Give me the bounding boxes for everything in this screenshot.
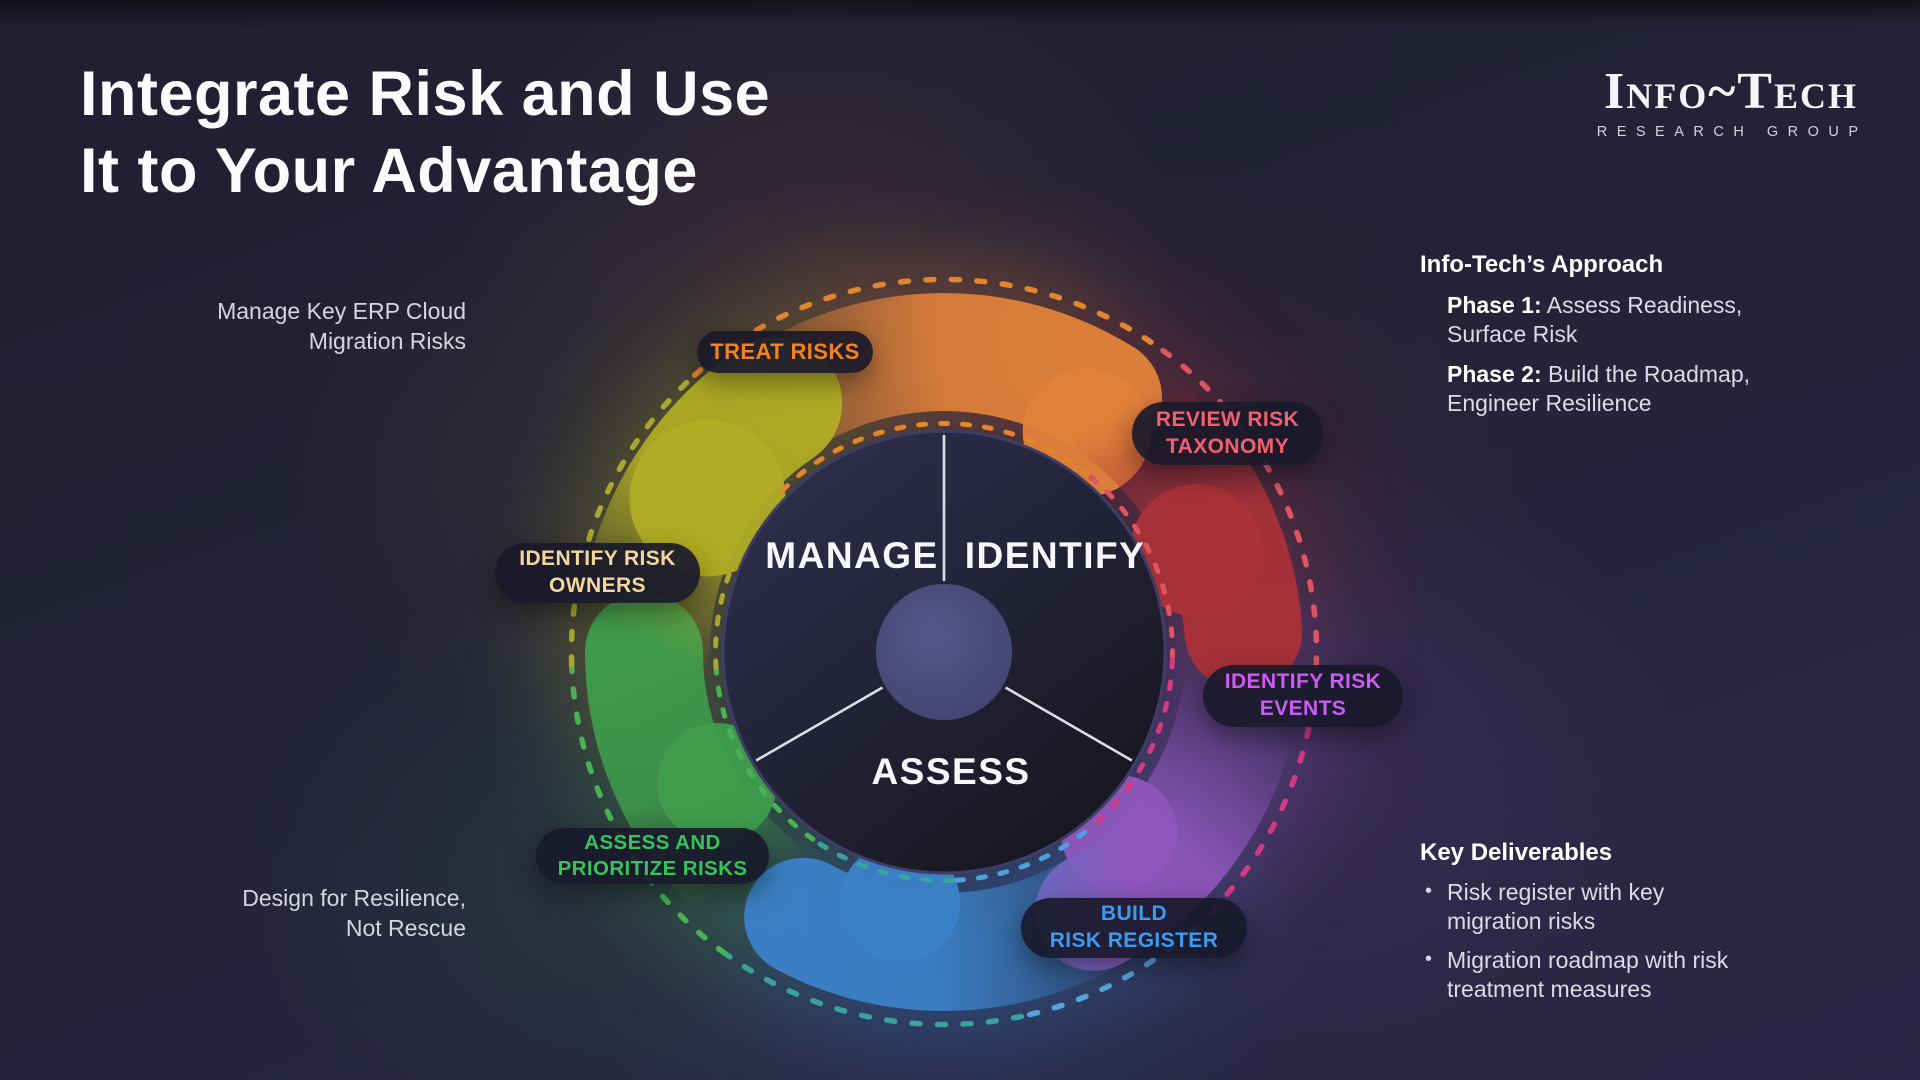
page-title-line2: It to Your Advantage <box>80 136 698 207</box>
phase1-text-line1: Assess Readiness, <box>1546 291 1743 318</box>
cycle-hub <box>876 584 1012 720</box>
phase2-text-line2: Engineer Resilience <box>1447 390 1652 417</box>
approach-heading: Info-Tech’s Approach <box>1420 251 1664 278</box>
bullet-icon: • <box>1425 879 1433 902</box>
logo-subtext: RESEARCH GROUP <box>1596 124 1868 140</box>
deliverable-item: • Migration roadmap with risk treatment m… <box>1425 946 1750 1005</box>
sector-label-assess: ASSESS <box>871 751 1031 792</box>
phase1-text-line2: Surface Risk <box>1447 321 1578 348</box>
phase2-text-line1: Build the Roadmap, <box>1548 360 1751 387</box>
sector-label-manage: MANAGE <box>765 535 939 576</box>
deliverable-2-line2: treatment measures <box>1447 976 1652 1003</box>
approach-phase-1: Phase 1: Assess Readiness, Surface Risk <box>1447 291 1750 350</box>
note-design-for-resilience: Design for Resilience, Not Rescue <box>242 885 466 941</box>
deliverable-1-line1: Risk register with key <box>1447 878 1665 905</box>
deliverables-section: Key Deliverables • Risk register with ke… <box>1420 838 1750 1004</box>
bullet-icon: • <box>1425 947 1433 970</box>
deliverable-1-text: Risk register with key migration risks <box>1447 878 1664 937</box>
step-pill-identify-risk-owners: IDENTIFY RISK OWNERS <box>495 543 700 603</box>
deliverables-heading: Key Deliverables <box>1420 839 1613 866</box>
deliverable-2-line1: Migration roadmap with risk <box>1447 946 1729 973</box>
approach-phase-2: Phase 2: Build the Roadmap, Engineer Res… <box>1447 360 1750 419</box>
phase2-label: Phase 2: <box>1447 360 1542 387</box>
step-pill-assess-and-prioritize-risks: ASSESS AND PRIORITIZE RISKS <box>536 828 769 884</box>
deliverable-item: • Risk register with key migration risks <box>1425 878 1750 937</box>
infotech-logo: Info~Tech RESEARCH GROUP <box>1597 63 1858 141</box>
note-manage-erp-risks: Manage Key ERP Cloud Migration Risks <box>217 298 466 354</box>
sector-label-identify: IDENTIFY <box>964 535 1146 576</box>
logo-wordmark: Info~Tech <box>1604 63 1858 120</box>
phase1-label: Phase 1: <box>1447 291 1542 318</box>
step-pill-build-risk-register: BUILD RISK REGISTER <box>1021 898 1247 958</box>
step-pill-review-risk-taxonomy: REVIEW RISK TAXONOMY <box>1132 402 1323 465</box>
step-pill-identify-risk-events: IDENTIFY RISK EVENTS <box>1203 665 1403 727</box>
deliverable-1-line2: migration risks <box>1447 908 1596 935</box>
step-pill-treat-risks: TREAT RISKS <box>697 331 873 373</box>
page-title: Integrate Risk and Use It to Your Advant… <box>80 56 770 211</box>
approach-section: Info-Tech’s Approach Phase 1: Assess Rea… <box>1420 250 1750 418</box>
page-title-line1: Integrate Risk and Use <box>80 59 771 129</box>
deliverable-2-text: Migration roadmap with risk treatment mea… <box>1447 946 1728 1005</box>
